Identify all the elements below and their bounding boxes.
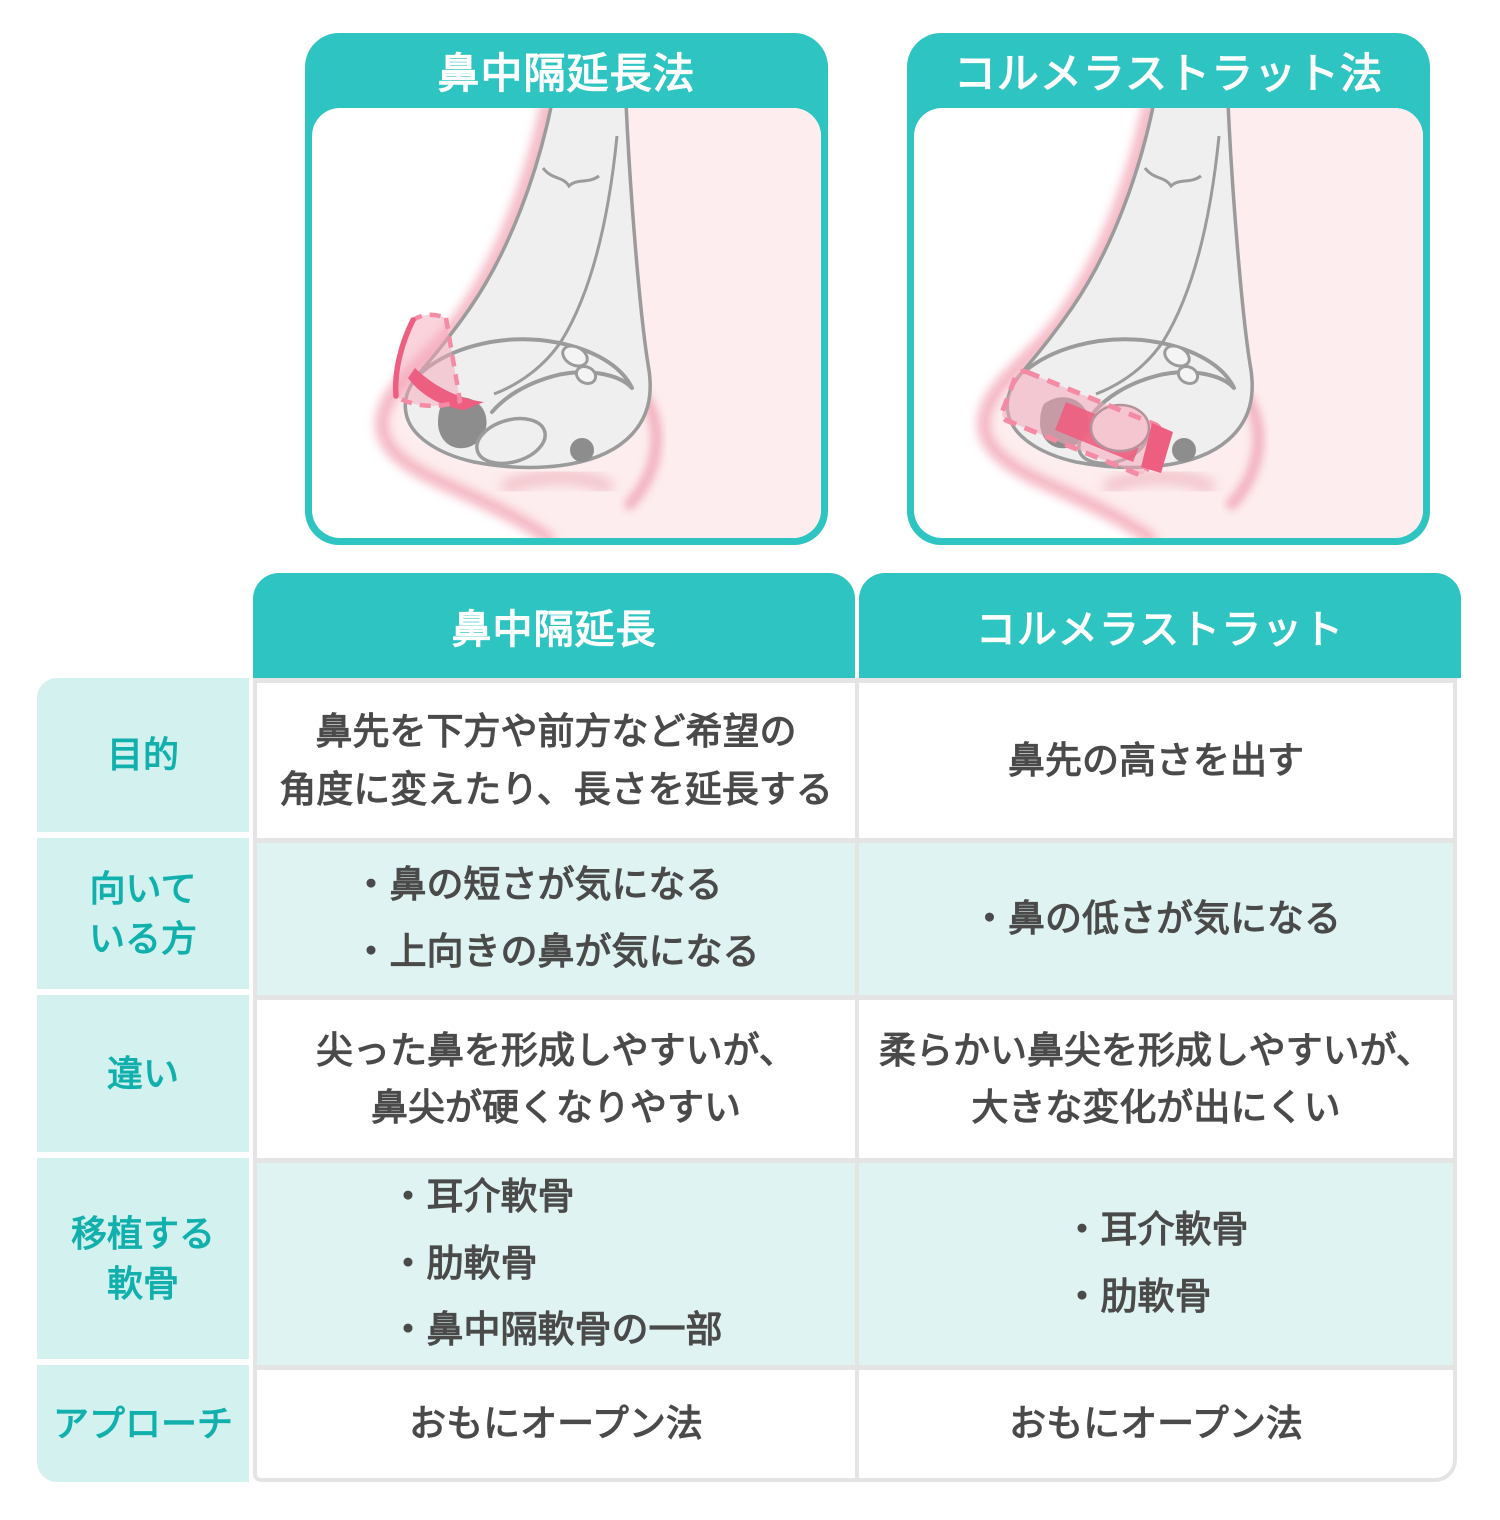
card-title-septum-extension: 鼻中隔延長法 [437,50,696,97]
column-header-columella-strut: コルメラストラット [859,573,1461,678]
row-label-suitable-for: 向いて いる方 [37,838,249,989]
method-cards: 鼻中隔延長法 [0,0,1500,545]
cell-cartilage-columella: ・耳介軟骨・肋軟骨 [855,1158,1457,1365]
card-septum-extension: 鼻中隔延長法 [305,33,828,545]
row-cells: 尖った鼻を形成しやすいが、 鼻尖が硬くなりやすい 柔らかい鼻尖を形成しやすいが、… [253,995,1457,1158]
bullet-item: ・鼻の低さが気になる [971,897,1341,939]
bullet-item: ・鼻中隔軟骨の一部 [389,1309,723,1351]
card-columella-strut: コルメラストラット法 [907,33,1430,545]
nose-illustration-columella-strut [914,108,1423,538]
table-row-difference: 違い 尖った鼻を形成しやすいが、 鼻尖が硬くなりやすい 柔らかい鼻尖を形成しやす… [37,995,1467,1158]
table-row-approach: アプローチ おもにオープン法 おもにオープン法 [37,1365,1467,1482]
bullet-item: ・上向きの鼻が気になる [352,931,760,972]
cell-suitable-septum: ・鼻の短さが気になる・上向きの鼻が気になる [253,838,855,995]
column-header-septum-extension: 鼻中隔延長 [253,573,855,678]
bullet-list: ・耳介軟骨・肋軟骨・鼻中隔軟骨の一部 [390,1164,723,1364]
cell-purpose-columella: 鼻先の高さを出す [855,678,1457,838]
row-label-approach: アプローチ [37,1365,249,1482]
bullet-item: ・鼻の短さが気になる [352,864,723,906]
comparison-table: 鼻中隔延長 コルメラストラット 目的 鼻先を下方や前方など希望の 角度に変えたり… [37,573,1467,1482]
row-cells: ・耳介軟骨・肋軟骨・鼻中隔軟骨の一部 ・耳介軟骨・肋軟骨 [253,1158,1457,1365]
cell-purpose-septum: 鼻先を下方や前方など希望の 角度に変えたり、長さを延長する [253,678,855,838]
cell-approach-columella: おもにオープン法 [855,1365,1457,1482]
row-cells: 鼻先を下方や前方など希望の 角度に変えたり、長さを延長する 鼻先の高さを出す [253,678,1457,838]
cell-suitable-columella: ・鼻の低さが気になる [855,838,1457,995]
bullet-item: ・肋軟骨 [389,1242,538,1284]
nose-illustration-septum-extension [312,108,821,538]
cell-difference-septum: 尖った鼻を形成しやすいが、 鼻尖が硬くなりやすい [253,995,855,1158]
card-image-columella-strut [914,108,1423,538]
card-title-columella-strut: コルメラストラット法 [953,50,1384,97]
row-label-difference: 違い [37,995,249,1152]
cell-cartilage-septum: ・耳介軟骨・肋軟骨・鼻中隔軟骨の一部 [253,1158,855,1365]
card-image-septum-extension [312,108,821,538]
cell-difference-columella: 柔らかい鼻尖を形成しやすいが、 大きな変化が出にくい [855,995,1457,1158]
bullet-list: ・鼻の短さが気になる・上向きの鼻が気になる [353,852,760,985]
cell-approach-septum: おもにオープン法 [253,1365,855,1482]
row-cells: おもにオープン法 おもにオープン法 [253,1365,1457,1482]
bullet-item: ・肋軟骨 [1063,1276,1212,1317]
table-row-graft-cartilage: 移植する 軟骨 ・耳介軟骨・肋軟骨・鼻中隔軟骨の一部 ・耳介軟骨・肋軟骨 [37,1158,1467,1365]
bullet-item: ・耳介軟骨 [389,1176,575,1218]
table-row-purpose: 目的 鼻先を下方や前方など希望の 角度に変えたり、長さを延長する 鼻先の高さを出… [37,678,1467,838]
bullet-list: ・耳介軟骨・肋軟骨 [1064,1197,1249,1330]
bullet-item: ・耳介軟骨 [1063,1209,1249,1251]
table-header-row: 鼻中隔延長 コルメラストラット [37,573,1467,678]
table-header-spacer [37,573,253,678]
table-row-suitable-for: 向いて いる方 ・鼻の短さが気になる・上向きの鼻が気になる ・鼻の低さが気になる [37,838,1467,995]
bullet-list: ・鼻の低さが気になる [971,886,1341,953]
row-label-purpose: 目的 [37,678,249,832]
row-cells: ・鼻の短さが気になる・上向きの鼻が気になる ・鼻の低さが気になる [253,838,1457,995]
row-label-graft-cartilage: 移植する 軟骨 [37,1158,249,1359]
